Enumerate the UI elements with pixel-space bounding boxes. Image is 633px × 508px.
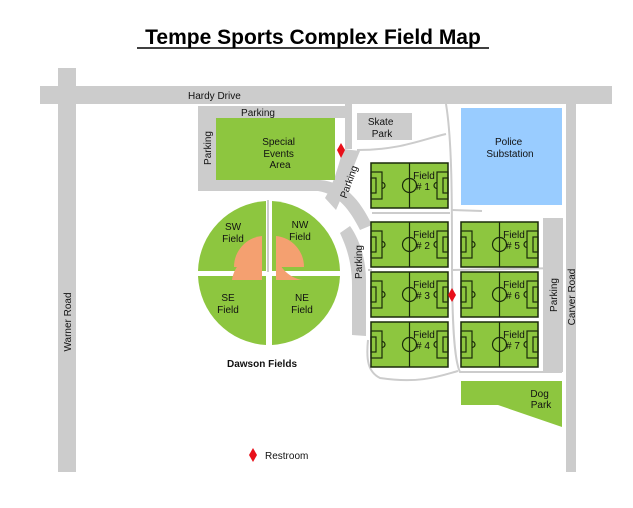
soccer-fields: Field# 1 Field# 2 Field# 3 Field# 4 Field# 5… xyxy=(370,162,539,368)
penalty-arc xyxy=(381,290,386,299)
goal-box xyxy=(460,236,467,253)
parking-middle-label: Parking xyxy=(354,245,365,279)
map-title: Tempe Sports Complex Field Map xyxy=(145,26,481,49)
soccer-field-7: Field# 7 xyxy=(460,321,539,368)
goal-box xyxy=(532,336,539,353)
goal-box xyxy=(370,236,377,253)
police-substation xyxy=(461,108,562,205)
parking-left-label: Parking xyxy=(203,131,214,165)
center-circle xyxy=(401,286,418,303)
police-substation-label: Police Substation xyxy=(486,137,533,160)
path xyxy=(451,209,483,212)
warner-road-label: Warner Road xyxy=(63,292,74,351)
hardy-drive-label: Hardy Drive xyxy=(188,91,241,102)
center-circle xyxy=(401,177,418,194)
soccer-field-3: Field# 3 xyxy=(370,271,449,318)
center-circle xyxy=(491,286,508,303)
soccer-field-label: Field# 5 xyxy=(503,230,525,252)
penalty-arc xyxy=(381,240,386,249)
goal-box xyxy=(370,286,377,303)
dawson-fields-title: Dawson Fields xyxy=(227,359,297,370)
restroom-icon xyxy=(448,288,456,302)
se-field xyxy=(198,276,266,345)
legend-restroom-icon xyxy=(249,448,257,462)
parking-connector xyxy=(345,104,352,149)
parking-right-label: Parking xyxy=(549,278,560,312)
soccer-field-label: Field# 7 xyxy=(503,330,525,352)
parking-top-label: Parking xyxy=(241,108,275,119)
nw-infield xyxy=(276,236,305,267)
skate-park xyxy=(357,113,412,140)
dog-park-label: Dog Park xyxy=(530,389,552,411)
soccer-field-5: Field# 5 xyxy=(460,221,539,268)
goal-box xyxy=(532,236,539,253)
soccer-field-label: Field# 6 xyxy=(503,280,525,302)
goal-box xyxy=(532,286,539,303)
soccer-field-label: Field# 1 xyxy=(413,171,435,193)
goal-box xyxy=(460,286,467,303)
penalty-arc xyxy=(433,240,438,249)
path xyxy=(368,267,563,271)
penalty-arc xyxy=(471,340,476,349)
soccer-field-label: Field# 2 xyxy=(413,230,435,252)
special-events-label: Special Events Area xyxy=(262,137,298,171)
goal-box xyxy=(460,336,467,353)
parking-right xyxy=(543,218,563,372)
goal-box xyxy=(442,286,449,303)
soccer-field-label: Field# 4 xyxy=(413,330,435,352)
soccer-field-1: Field# 1 xyxy=(370,162,449,209)
goal-box xyxy=(442,336,449,353)
penalty-arc xyxy=(433,181,438,190)
se-infield xyxy=(232,253,262,280)
dog-park xyxy=(461,381,562,427)
special-events-area xyxy=(216,118,335,180)
center-circle xyxy=(491,236,508,253)
parking-diagonal xyxy=(325,149,360,210)
restroom-icon xyxy=(337,143,345,158)
soccer-field-2: Field# 2 xyxy=(370,221,449,268)
penalty-arc xyxy=(381,181,386,190)
goal-box xyxy=(370,336,377,353)
goal-box xyxy=(370,177,377,194)
carver-road xyxy=(566,104,576,472)
path xyxy=(366,339,459,382)
ne-infield xyxy=(276,250,303,280)
penalty-arc xyxy=(523,290,528,299)
parking-lot-main xyxy=(198,106,372,230)
penalty-arc xyxy=(523,340,528,349)
center-circle xyxy=(401,236,418,253)
legend-restroom-label: Restroom xyxy=(265,451,308,462)
penalty-arc xyxy=(523,240,528,249)
penalty-arc xyxy=(433,340,438,349)
soccer-field-label: Field# 3 xyxy=(413,280,435,302)
carver-road-label: Carver Road xyxy=(567,269,578,326)
penalty-arc xyxy=(433,290,438,299)
ne-field xyxy=(272,276,340,345)
parking-middle xyxy=(340,226,366,336)
hardy-drive-road xyxy=(40,86,612,104)
path xyxy=(445,103,562,373)
penalty-arc xyxy=(471,240,476,249)
center-circle xyxy=(491,336,508,353)
penalty-arc xyxy=(381,340,386,349)
goal-box xyxy=(442,236,449,253)
center-circle xyxy=(401,336,418,353)
soccer-field-4: Field# 4 xyxy=(370,321,449,368)
skate-park-label: Skate Park xyxy=(368,117,396,140)
penalty-arc xyxy=(471,290,476,299)
soccer-field-6: Field# 6 xyxy=(460,271,539,318)
path xyxy=(356,133,447,151)
warner-road xyxy=(58,68,76,472)
goal-box xyxy=(442,177,449,194)
